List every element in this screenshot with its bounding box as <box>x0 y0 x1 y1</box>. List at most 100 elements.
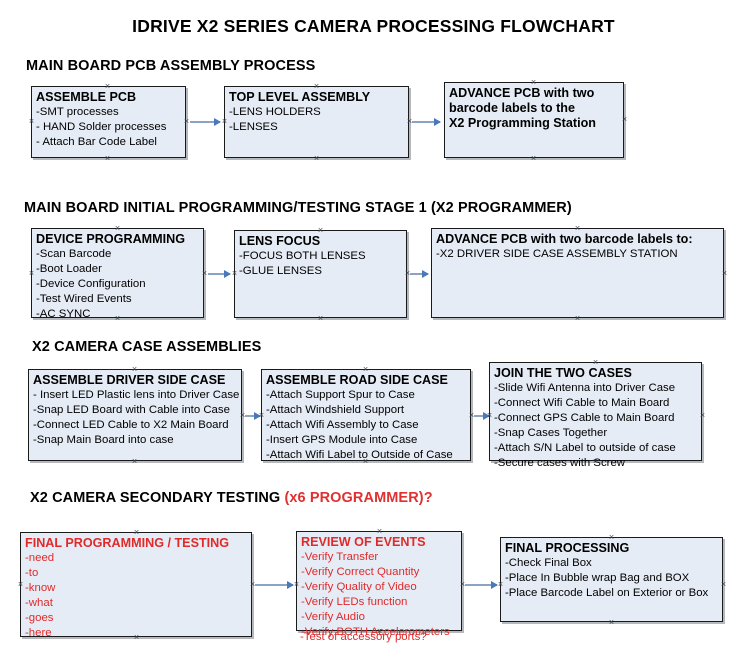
connection-handle-top[interactable] <box>574 225 581 232</box>
node-line: -Verify Quality of Video <box>301 580 417 593</box>
node-line: -Place In Bubble wrap Bag and BOX <box>505 571 690 584</box>
node-line: -Attach Support Spur to Case <box>266 388 415 401</box>
node-line: -Verify Audio <box>301 611 365 624</box>
node-review-of-events[interactable]: REVIEW OF EVENTS -Verify Transfer -Verif… <box>296 531 462 638</box>
arrow-head-icon <box>224 270 231 278</box>
connector-arrow <box>412 118 441 126</box>
connection-handle-top[interactable] <box>131 366 138 373</box>
arrow-head-icon <box>491 581 498 589</box>
node-line: -AC SYNC <box>36 308 91 321</box>
connection-handle-left[interactable] <box>258 412 265 419</box>
node-line: -Connect GPS Cable to Main Board <box>494 411 675 424</box>
connection-handle-left[interactable] <box>28 118 35 125</box>
node-line: - HAND Solder processes <box>36 120 167 133</box>
node-line: -Check Final Box <box>505 556 592 569</box>
node-line: X2 Programming Station <box>449 115 596 130</box>
connector-arrow <box>465 581 498 589</box>
connection-handle-bottom[interactable] <box>574 315 581 322</box>
connection-handle-top[interactable] <box>376 528 383 535</box>
node-top-level-assembly[interactable]: TOP LEVEL ASSEMBLY -LENS HOLDERS -LENSES <box>224 86 409 158</box>
connection-handle-bottom[interactable] <box>362 458 369 465</box>
node-title: ASSEMBLE DRIVER SIDE CASE <box>33 373 226 387</box>
node-title: ADVANCE PCB with two <box>449 86 595 100</box>
node-line: -Scan Barcode <box>36 247 112 260</box>
node-line: -Boot Loader <box>36 262 102 275</box>
section-title-pcb-assembly: MAIN BOARD PCB ASSEMBLY PROCESS <box>26 58 315 74</box>
node-device-programming[interactable]: DEVICE PROGRAMMING -Scan Barcode -Boot L… <box>31 228 204 320</box>
connection-handle-bottom[interactable] <box>592 458 599 465</box>
connection-handle-top[interactable] <box>362 366 369 373</box>
connection-handle-bottom[interactable] <box>313 155 320 162</box>
connection-handle-bottom[interactable] <box>131 458 138 465</box>
node-title: JOIN THE TWO CASES <box>494 366 632 380</box>
node-line: -SMT processes <box>36 105 119 118</box>
node-line: -Attach Windshield Support <box>266 403 405 416</box>
connection-handle-right[interactable] <box>201 270 208 277</box>
connection-handle-top[interactable] <box>114 225 121 232</box>
node-overflow-line: -Test of accessory ports? <box>300 631 427 643</box>
connection-handle-top[interactable] <box>317 227 324 234</box>
node-assemble-road-side-case[interactable]: ASSEMBLE ROAD SIDE CASE -Attach Support … <box>261 369 471 461</box>
connection-handle-bottom[interactable] <box>133 634 140 641</box>
connection-handle-bottom[interactable] <box>114 315 121 322</box>
connection-handle-top[interactable] <box>133 529 140 536</box>
node-line: -Snap Cases Together <box>494 427 608 439</box>
node-advance-pcb-driver-side[interactable]: ADVANCE PCB with two barcode labels to: … <box>431 228 724 318</box>
node-title: DEVICE PROGRAMMING <box>36 232 186 246</box>
node-line: - Insert LED Plastic lens into Driver Ca… <box>33 388 240 401</box>
connection-handle-bottom[interactable] <box>608 619 615 626</box>
node-join-the-two-cases[interactable]: JOIN THE TWO CASES -Slide Wifi Antenna i… <box>489 362 702 469</box>
connection-handle-top[interactable] <box>608 534 615 541</box>
connection-handle-right[interactable] <box>720 581 727 588</box>
connection-handle-left[interactable] <box>28 270 35 277</box>
node-title: LENS FOCUS <box>239 234 321 248</box>
connection-handle-left[interactable] <box>293 581 300 588</box>
connection-handle-left[interactable] <box>17 581 24 588</box>
node-assemble-driver-side-case[interactable]: ASSEMBLE DRIVER SIDE CASE - Insert LED P… <box>28 369 242 461</box>
node-line: -goes <box>25 612 54 625</box>
connection-handle-top[interactable] <box>104 83 111 90</box>
connection-handle-top[interactable] <box>592 359 599 366</box>
node-line: - Attach Bar Code Label <box>36 135 157 148</box>
node-lens-focus[interactable]: LENS FOCUS -FOCUS BOTH LENSES -GLUE LENS… <box>234 230 407 318</box>
node-assemble-pcb[interactable]: ASSEMBLE PCB -SMT processes - HAND Solde… <box>31 86 186 158</box>
node-title: TOP LEVEL ASSEMBLY <box>229 90 371 104</box>
connection-handle-right[interactable] <box>183 118 190 125</box>
connection-handle-left[interactable] <box>497 581 504 588</box>
node-line: -Snap LED Board with Cable into Case <box>33 403 230 416</box>
node-final-programming-testing[interactable]: FINAL PROGRAMMING / TESTING -need -to -k… <box>20 532 252 639</box>
connection-handle-top[interactable] <box>313 83 320 90</box>
node-title: ADVANCE PCB with two barcode labels to: <box>436 232 693 246</box>
node-line: -Insert GPS Module into Case <box>266 434 418 446</box>
connection-handle-bottom[interactable] <box>530 155 537 162</box>
node-title: REVIEW OF EVENTS <box>301 535 426 549</box>
connection-handle-left[interactable] <box>486 412 493 419</box>
connection-handle-bottom[interactable] <box>376 628 383 635</box>
node-line: -Verify LEDs function <box>301 596 408 608</box>
node-line: -know <box>25 581 56 594</box>
arrow-head-icon <box>434 118 441 126</box>
arrow-head-icon <box>287 581 294 589</box>
connection-handle-top[interactable] <box>530 79 537 86</box>
node-line: -need <box>25 551 55 564</box>
connection-handle-bottom[interactable] <box>104 155 111 162</box>
node-line: -here <box>25 627 52 640</box>
connection-handle-left[interactable] <box>231 270 238 277</box>
connection-handle-right[interactable] <box>721 270 728 277</box>
connection-handle-left[interactable] <box>221 118 228 125</box>
connection-handle-right[interactable] <box>621 116 628 123</box>
node-advance-pcb-station[interactable]: ADVANCE PCB with two barcode labels to t… <box>444 82 624 158</box>
node-line: -Place Barcode Label on Exterior or Box <box>505 586 709 599</box>
connection-handle-right[interactable] <box>699 412 706 419</box>
node-title: ASSEMBLE ROAD SIDE CASE <box>266 373 448 387</box>
section-title-initial-programming: MAIN BOARD INITIAL PROGRAMMING/TESTING S… <box>24 200 572 216</box>
section-title-text: X2 CAMERA SECONDARY TESTING <box>30 490 285 506</box>
node-line: -LENS HOLDERS <box>229 105 321 118</box>
node-final-processing[interactable]: FINAL PROCESSING -Check Final Box -Place… <box>500 537 723 622</box>
node-title: ASSEMBLE PCB <box>36 90 137 104</box>
connection-handle-bottom[interactable] <box>317 315 324 322</box>
section-title-secondary-testing: X2 CAMERA SECONDARY TESTING (x6 PROGRAMM… <box>30 490 433 506</box>
node-line: -what <box>25 597 53 609</box>
node-line: -Connect Wifi Cable to Main Board <box>494 396 670 409</box>
